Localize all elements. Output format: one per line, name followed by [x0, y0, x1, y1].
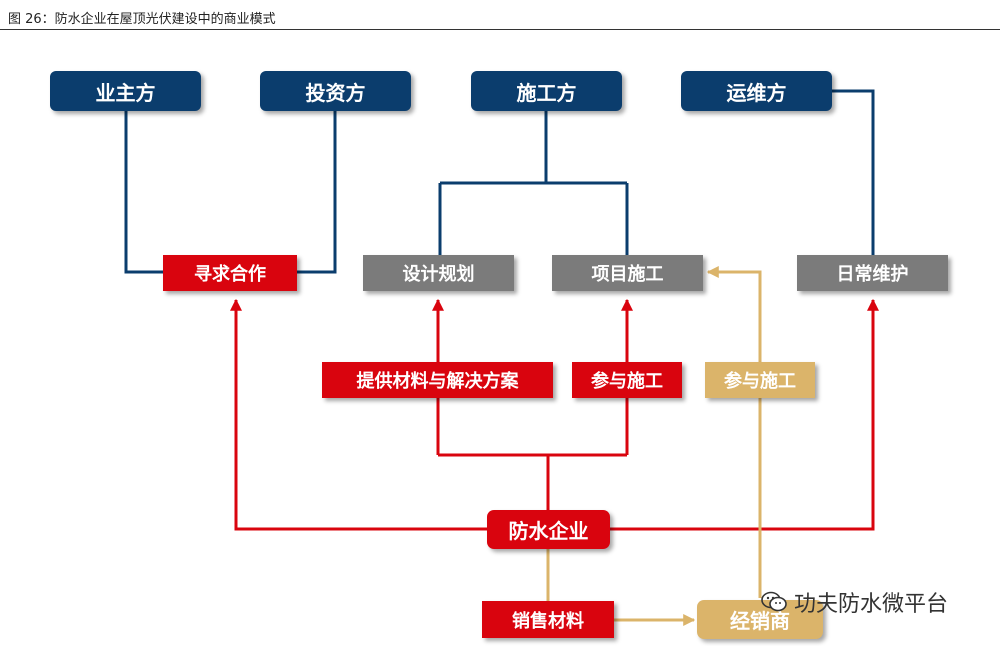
design-planning-node: 设计规划 [363, 255, 514, 291]
sell-materials-node: 销售材料 [482, 601, 614, 638]
operator-node: 运维方 [681, 71, 832, 111]
waterproof-company-node: 防水企业 [487, 510, 610, 549]
provide-materials-label: 提供材料与解决方案 [322, 362, 553, 398]
project-construction-node: 项目施工 [552, 255, 703, 291]
daily-maintenance-node: 日常维护 [797, 255, 948, 291]
distributor-node: 经销商 [697, 600, 823, 639]
constructor-node: 施工方 [471, 71, 622, 111]
owner-node: 业主方 [50, 71, 201, 111]
watermark-text: 功夫防水微平台 [794, 592, 949, 617]
participate-construction-red-label: 参与施工 [572, 362, 682, 398]
participate-construction-gold-label: 参与施工 [705, 362, 815, 398]
line-owner-to-seek [124, 110, 165, 274]
title-divider [0, 29, 1000, 30]
watermark: 功夫防水微平台 [760, 586, 948, 618]
figure-title: 图 26：防水企业在屋顶光伏建设中的商业模式 [8, 12, 276, 27]
arrow-company-to-seek [230, 298, 487, 531]
arrow-company-to-maintenance [610, 298, 879, 531]
arrow-distributor-to-project [706, 266, 762, 598]
line-investor-to-seek [296, 110, 337, 274]
investor-node: 投资方 [260, 71, 411, 111]
wechat-icon [760, 590, 788, 614]
seek-cooperation-node: 寻求合作 [163, 255, 297, 291]
line-operator-to-maintenance [831, 89, 875, 255]
